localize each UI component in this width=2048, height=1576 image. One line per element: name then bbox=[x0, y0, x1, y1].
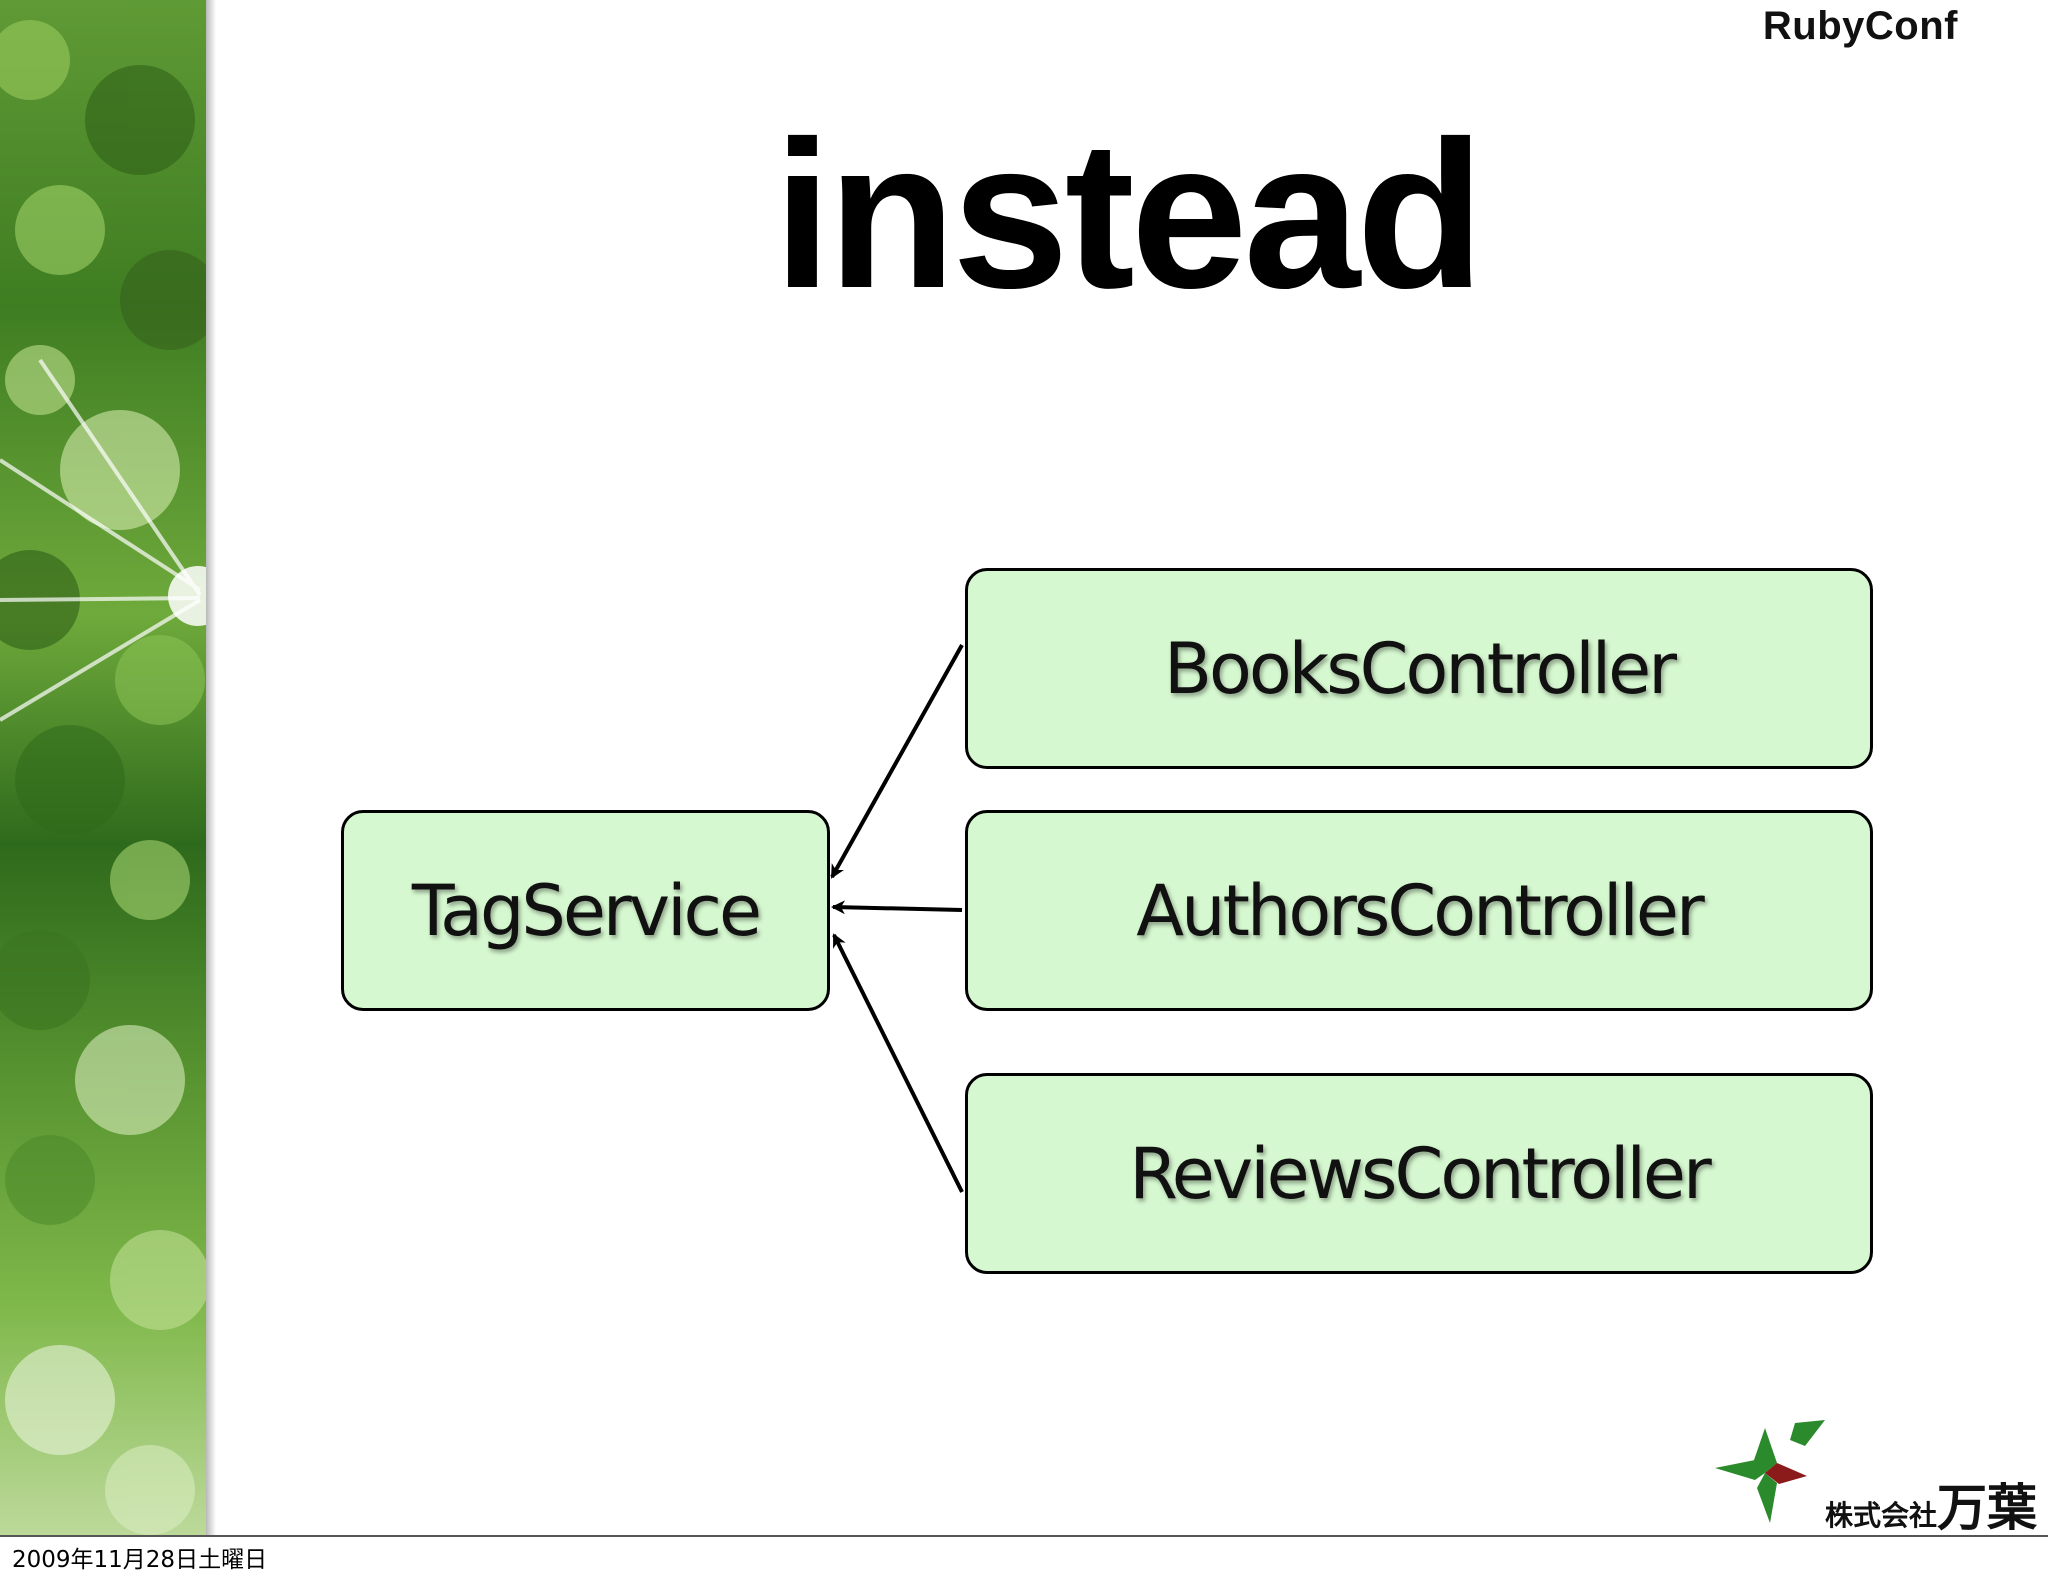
company-prefix: 株式会社 bbox=[1825, 1499, 1938, 1532]
edge-layer bbox=[830, 644, 964, 1193]
node-label: TagService bbox=[411, 869, 762, 952]
slide: RubyConf instead TagService BooksControl… bbox=[0, 0, 2038, 1535]
leaf-icon bbox=[1715, 1420, 1825, 1523]
edge-books-to-tagservice bbox=[830, 644, 964, 879]
slide-title: instead bbox=[773, 97, 1484, 332]
node-label: ReviewsController bbox=[1129, 1132, 1712, 1215]
dependency-diagram: TagService BooksController AuthorsContro… bbox=[341, 568, 1873, 1274]
edge-authors-to-tagservice bbox=[831, 900, 963, 915]
strip-shadow bbox=[206, 0, 216, 1535]
node-authors-controller: AuthorsController bbox=[965, 810, 1873, 1011]
company-brand: 万葉 bbox=[1937, 1479, 2038, 1535]
company-name: 株式会社万葉 bbox=[1825, 1468, 2037, 1535]
company-logo: 株式会社万葉 bbox=[1715, 1418, 2037, 1535]
node-tag-service: TagService bbox=[341, 810, 830, 1011]
node-label: AuthorsController bbox=[1136, 869, 1704, 952]
footer-divider bbox=[0, 1535, 2048, 1537]
edge-reviews-to-tagservice bbox=[832, 933, 964, 1193]
node-label: BooksController bbox=[1163, 627, 1677, 710]
footer-date: 2009年11月28日土曜日 bbox=[12, 1547, 268, 1573]
node-books-controller: BooksController bbox=[965, 568, 1873, 769]
node-reviews-controller: ReviewsController bbox=[965, 1073, 1873, 1274]
conference-label: RubyConf bbox=[1762, 4, 1958, 48]
tree-photo-strip bbox=[0, 0, 206, 1535]
